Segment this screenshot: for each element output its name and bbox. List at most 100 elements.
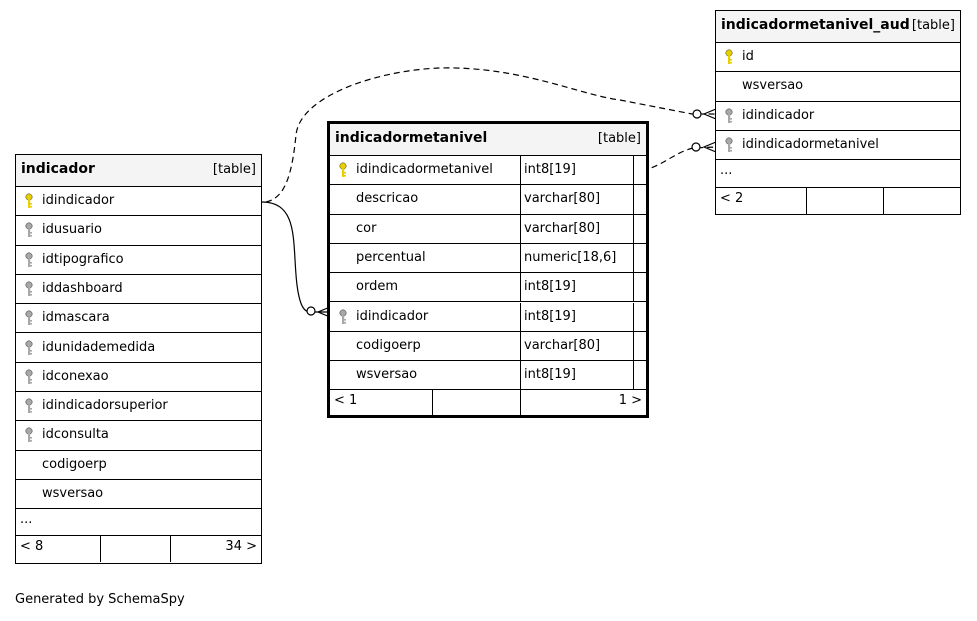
- table-indicadormetanivel-aud[interactable]: indicadormetanivel_aud [table] id wsversa…: [715, 10, 961, 215]
- column-row[interactable]: wsversao: [716, 72, 960, 102]
- column-row[interactable]: idtipografico: [16, 246, 261, 275]
- column-row[interactable]: wsversao: [16, 480, 261, 510]
- column-name: iddashboard: [42, 280, 123, 296]
- parent-count[interactable]: < 2: [720, 191, 744, 207]
- foreign-key-icon: [725, 108, 733, 123]
- primary-key-icon: [725, 49, 733, 64]
- column-name: idindicador: [742, 107, 815, 123]
- column-divider: [633, 361, 634, 390]
- column-name: ordem: [356, 279, 398, 295]
- column-name: idusuario: [42, 222, 102, 238]
- child-count[interactable]: 1 >: [618, 393, 642, 409]
- column-divider: [520, 331, 521, 361]
- column-name: idconsulta: [42, 427, 109, 443]
- column-divider: [633, 156, 634, 185]
- primary-key-icon: [339, 162, 347, 177]
- column-row[interactable]: idindicador: [16, 187, 261, 217]
- zero-or-many-marker: [691, 142, 701, 152]
- foreign-key-icon: [25, 427, 33, 443]
- column-row[interactable]: idusuario: [16, 216, 261, 246]
- column-row[interactable]: ordem int8[19]: [330, 273, 646, 303]
- column-name: percentual: [356, 249, 426, 265]
- column-divider: [520, 361, 521, 390]
- column-divider: [633, 243, 634, 273]
- column-row[interactable]: codigoerp: [16, 451, 261, 480]
- column-type: int8[19]: [524, 279, 576, 295]
- column-type: int8[19]: [524, 162, 576, 177]
- foreign-key-icon: [25, 310, 33, 326]
- column-row[interactable]: idindicadorsuperior: [16, 392, 261, 422]
- column-row[interactable]: idconsulta: [16, 421, 261, 451]
- foreign-key-icon: [25, 222, 33, 238]
- column-name: wsversao: [42, 486, 104, 501]
- column-name: id: [742, 49, 754, 64]
- column-divider: [633, 331, 634, 361]
- parent-count[interactable]: < 1: [334, 393, 358, 409]
- column-name: idunidademedida: [42, 339, 156, 355]
- column-type: int8[19]: [524, 308, 576, 324]
- table-header: indicadormetanivel [table]: [330, 124, 646, 156]
- column-divider: [633, 185, 634, 214]
- column-row[interactable]: idindicadormetanivel int8[19]: [330, 156, 646, 186]
- table-type: [table]: [597, 131, 641, 146]
- more-columns[interactable]: ...: [716, 160, 960, 189]
- column-divider: [520, 214, 521, 243]
- column-name: idindicadormetanivel: [356, 162, 493, 177]
- column-divider: [633, 214, 634, 243]
- column-name: codigoerp: [42, 456, 107, 472]
- foreign-key-icon: [25, 398, 33, 414]
- column-name: idmascara: [42, 310, 110, 326]
- table-footer: < 2: [716, 188, 960, 215]
- primary-key-icon: [25, 193, 33, 208]
- table-name[interactable]: indicadormetanivel_aud: [721, 17, 910, 33]
- column-type: numeric[18,6]: [524, 249, 617, 265]
- table-name[interactable]: indicadormetanivel: [335, 130, 488, 146]
- table-header: indicador [table]: [16, 155, 261, 187]
- column-row[interactable]: idindicadormetanivel: [716, 131, 960, 161]
- column-row[interactable]: idconexao: [16, 363, 261, 393]
- generated-by-footer: Generated by SchemaSpy: [15, 592, 185, 607]
- more-columns[interactable]: ...: [16, 509, 261, 537]
- column-type: varchar[80]: [524, 220, 601, 236]
- zero-or-many-marker: [306, 306, 316, 316]
- column-row[interactable]: idunidademedida: [16, 334, 261, 363]
- column-row[interactable]: percentual numeric[18,6]: [330, 243, 646, 274]
- footer-divider: [170, 536, 171, 563]
- column-name: idtipografico: [42, 251, 124, 267]
- table-indicadormetanivel[interactable]: indicadormetanivel [table] idindicadorme…: [327, 121, 649, 418]
- ellipsis: ...: [720, 163, 733, 179]
- column-row[interactable]: idmascara: [16, 304, 261, 334]
- column-row[interactable]: idindicador int8[19]: [330, 302, 646, 332]
- column-divider: [520, 156, 521, 185]
- table-header: indicadormetanivel_aud [table]: [716, 11, 960, 43]
- footer-divider: [883, 188, 884, 215]
- column-row[interactable]: id: [716, 43, 960, 73]
- table-footer: < 8 34 >: [16, 536, 261, 563]
- column-row[interactable]: iddashboard: [16, 275, 261, 305]
- parent-count[interactable]: < 8: [20, 539, 44, 555]
- column-name: codigoerp: [356, 337, 421, 353]
- zero-or-many-marker: [692, 109, 702, 119]
- column-name: idindicador: [42, 193, 115, 208]
- table-name[interactable]: indicador: [21, 161, 95, 177]
- column-row[interactable]: idindicador: [716, 102, 960, 131]
- relation-indicador-to-aud: [265, 67, 716, 203]
- footer-divider: [520, 390, 521, 417]
- table-footer: < 1 1 >: [330, 390, 646, 417]
- column-name: descricao: [356, 191, 419, 207]
- column-divider: [520, 273, 521, 302]
- column-name: idindicador: [356, 308, 429, 324]
- column-name: wsversao: [356, 367, 418, 383]
- foreign-key-icon: [25, 369, 33, 384]
- child-count[interactable]: 34 >: [225, 539, 257, 555]
- table-indicador[interactable]: indicador [table] idindicador idusuario id…: [15, 154, 262, 564]
- column-name: wsversao: [742, 78, 804, 94]
- foreign-key-icon: [725, 137, 733, 152]
- column-name: idconexao: [42, 368, 109, 384]
- column-divider: [633, 302, 634, 331]
- footer-divider: [432, 390, 433, 417]
